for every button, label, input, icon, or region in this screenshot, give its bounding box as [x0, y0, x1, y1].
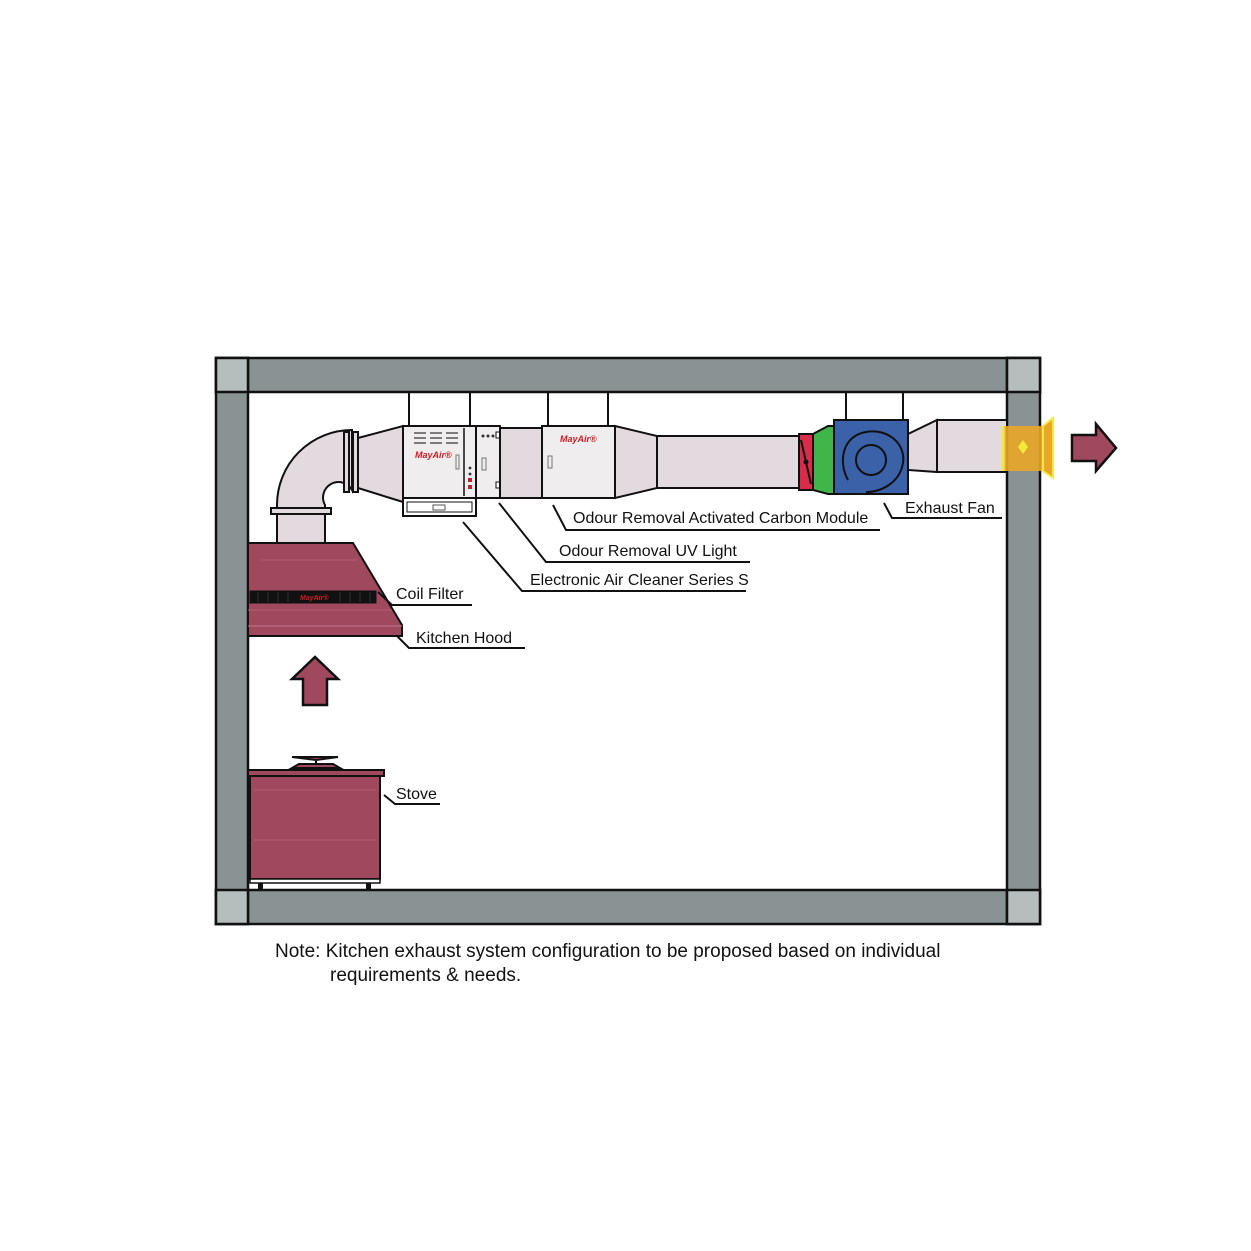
- wall-bottom: [214, 888, 1042, 926]
- room-walls: [214, 356, 1042, 926]
- fan-outlet-transition: [907, 418, 938, 474]
- carbon-module: MayAir®: [541, 425, 616, 499]
- elbow-duct: [270, 428, 359, 546]
- outlet-transition: [614, 424, 658, 500]
- leader-lines: [377, 502, 1002, 805]
- flexible-collar: [812, 425, 835, 495]
- label-carbon-module: Odour Removal Activated Carbon Module: [573, 510, 868, 527]
- kitchen-hood: [247, 542, 403, 637]
- duct-section-2: [656, 435, 801, 489]
- exhaust-fan: [833, 419, 909, 495]
- uv-light-module: [475, 425, 501, 499]
- label-coil-filter: Coil Filter: [396, 586, 464, 603]
- inlet-transition: [357, 424, 404, 504]
- electronic-air-cleaner: MayAir®: [402, 425, 477, 517]
- outlet-duct: [936, 419, 1008, 473]
- outlet-louver: [1001, 415, 1054, 480]
- corner-top-left: [214, 356, 250, 394]
- damper: [798, 433, 814, 491]
- brand-logo-carbon: MayAir®: [560, 434, 597, 444]
- label-kitchen-hood: Kitchen Hood: [416, 630, 512, 647]
- wall-top: [214, 356, 1042, 394]
- wall-left: [214, 356, 250, 926]
- brand-logo-filter: MayAir®: [300, 594, 329, 602]
- exhaust-arrow: [1070, 420, 1118, 475]
- corner-bottom-right: [1005, 888, 1042, 926]
- label-electronic-air-cleaner: Electronic Air Cleaner Series S: [530, 572, 749, 589]
- hanger-rods: [408, 392, 904, 428]
- corner-bottom-left: [214, 888, 250, 926]
- brand-logo-eac: MayAir®: [415, 450, 452, 460]
- label-uv-light: Odour Removal UV Light: [559, 543, 737, 560]
- stove: [247, 756, 385, 890]
- label-exhaust-fan: Exhaust Fan: [905, 500, 995, 517]
- note-line-1: Note: Kitchen exhaust system configurati…: [275, 941, 940, 962]
- note-line-2: requirements & needs.: [330, 965, 521, 986]
- corner-top-right: [1005, 356, 1042, 394]
- updraft-arrow: [288, 655, 342, 707]
- duct-section-1: [499, 427, 543, 499]
- label-stove: Stove: [396, 786, 437, 803]
- coil-filter: MayAir®: [249, 590, 377, 604]
